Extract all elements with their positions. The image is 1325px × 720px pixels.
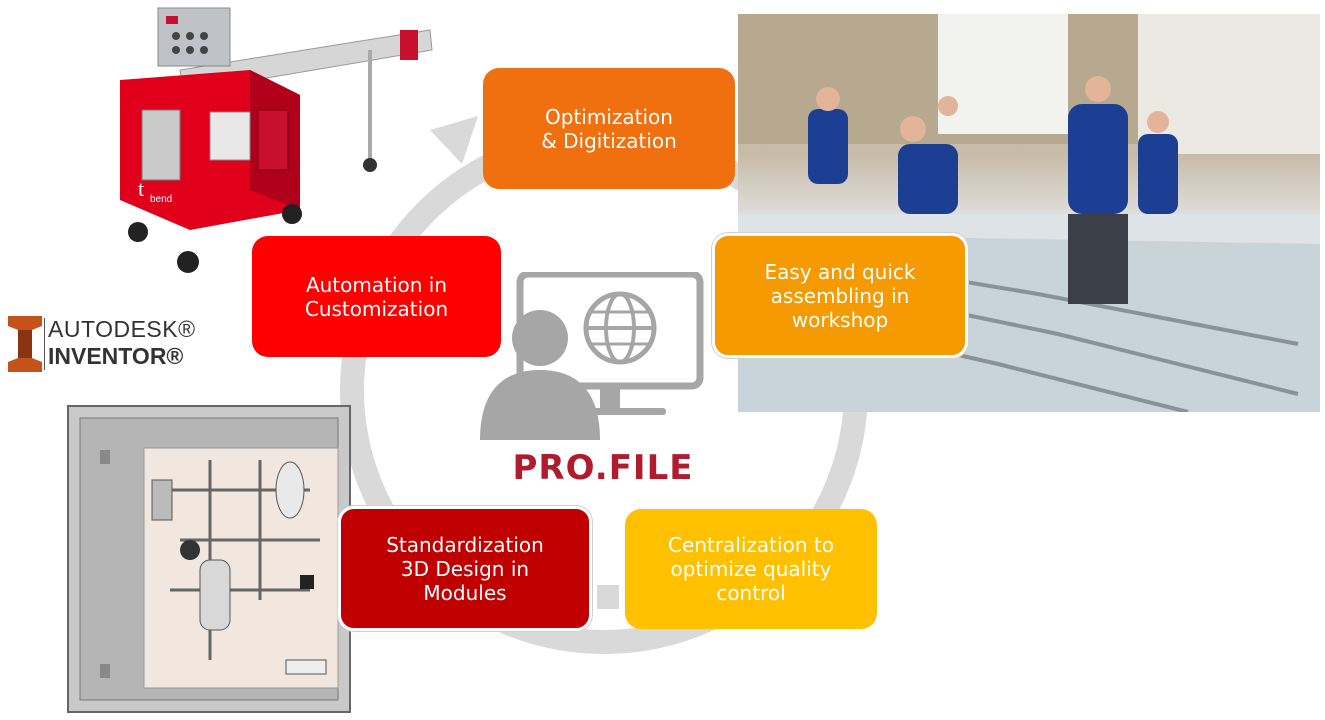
- user-with-globe-monitor-icon: [480, 272, 704, 440]
- bend-brand-label: bend: [150, 194, 172, 205]
- step-label: Automation in Customization: [304, 272, 449, 321]
- cycle-gap-marker: [597, 585, 619, 609]
- autodesk-inventor-icon: [8, 316, 42, 372]
- step-label: Easy and quick assembling in workshop: [764, 259, 916, 332]
- step-centralization: Centralization to optimize quality contr…: [625, 509, 877, 629]
- inventor-wordmark: INVENTOR®: [48, 343, 184, 369]
- step-easy-assembling: Easy and quick assembling in workshop: [712, 233, 968, 358]
- step-automation-customization: Automation in Customization: [252, 236, 501, 357]
- autodesk-wordmark: AUTODESK®: [48, 316, 196, 342]
- step-optimization-digitization: Optimization & Digitization: [483, 68, 735, 189]
- profile-logo: PRO.FILE: [513, 448, 694, 488]
- step-label: Standardization 3D Design in Modules: [386, 532, 544, 605]
- step-standardization: Standardization 3D Design in Modules: [338, 506, 592, 631]
- control-panel-image: [67, 405, 351, 713]
- step-label: Optimization & Digitization: [541, 104, 677, 153]
- bend-machine-image: t bend: [120, 7, 433, 273]
- cycle-arrow-head: [430, 116, 478, 164]
- svg-text:t: t: [138, 176, 144, 201]
- step-label: Centralization to optimize quality contr…: [668, 533, 834, 605]
- logo-separator: [44, 318, 45, 370]
- profile-logo-text: PRO.FILE: [513, 448, 694, 488]
